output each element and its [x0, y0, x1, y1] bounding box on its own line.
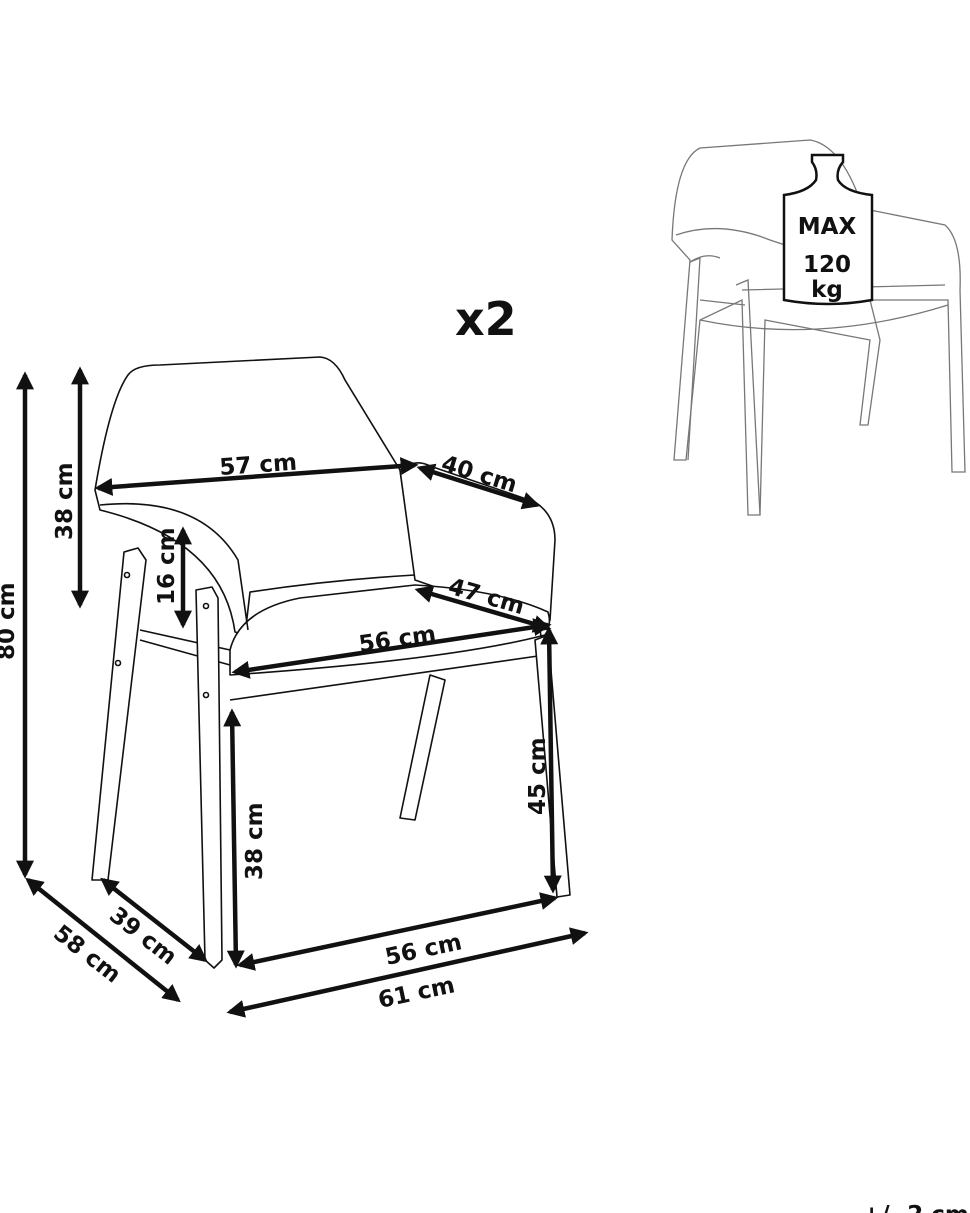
total-height-label: 80 cm [0, 582, 20, 660]
back-width-label: 57 cm [219, 450, 298, 481]
back-height-label: 38 cm [52, 462, 78, 540]
chair-drawing [91, 356, 571, 969]
max-label: MAX [798, 214, 857, 240]
dimension-arrows [16, 366, 589, 1018]
seat-height-label: 45 cm [525, 737, 551, 815]
total-depth-label: 58 cm [48, 920, 125, 988]
max-load-value: 120 [803, 252, 851, 278]
tolerance-label: +/- 2 cm [862, 1202, 969, 1213]
armrest-height-label: 16 cm [154, 527, 180, 605]
weight-icon: MAX 120 kg [782, 153, 874, 306]
max-load-unit: kg [811, 277, 843, 303]
reference-chair [671, 139, 966, 516]
quantity-label: x2 [455, 292, 517, 346]
front-leg-height-label: 38 cm [242, 802, 268, 880]
